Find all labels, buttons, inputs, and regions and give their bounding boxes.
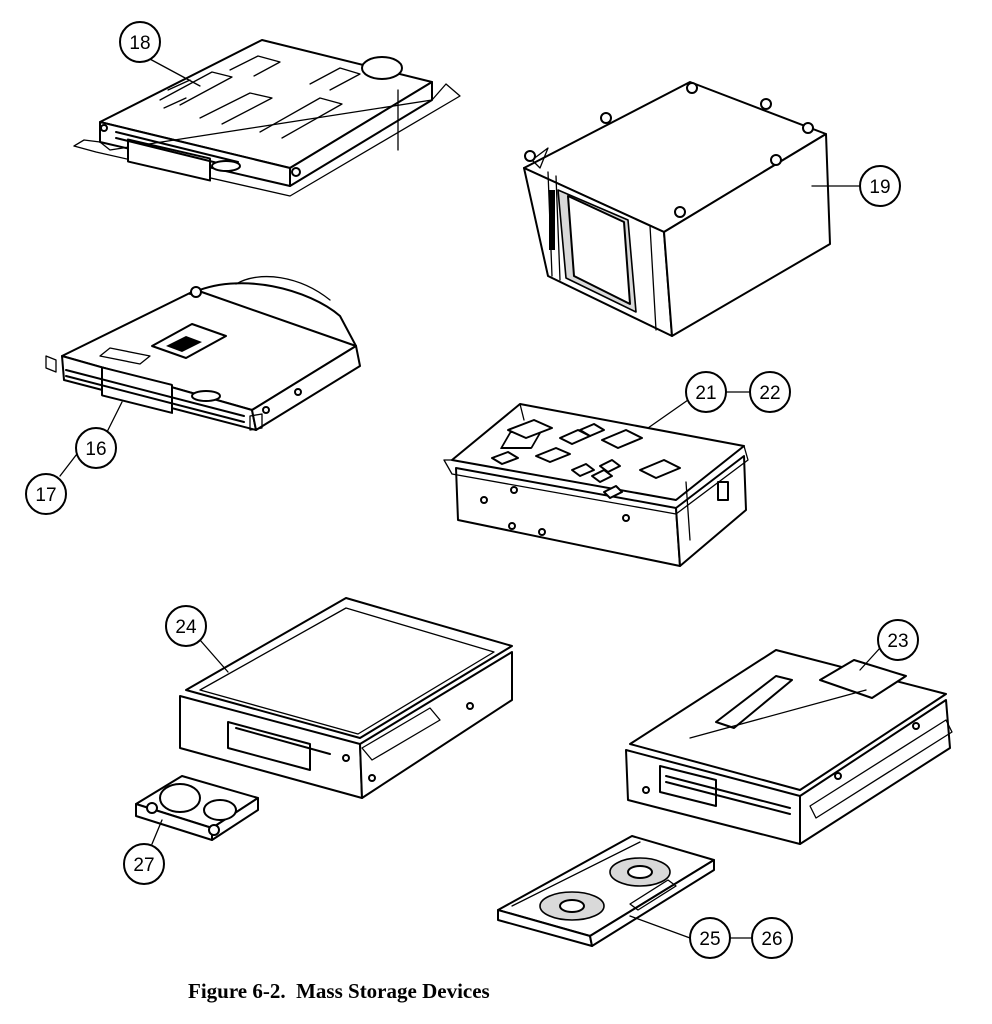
callout-label: 21 xyxy=(695,383,716,404)
floppy-drive-18 xyxy=(73,39,461,197)
hard-drive-19 xyxy=(523,81,831,337)
cartridge-27 xyxy=(135,775,259,841)
figure-caption: Figure 6-2. Mass Storage Devices xyxy=(188,979,490,1003)
callout-23: 23 xyxy=(877,619,919,661)
drive-board-21-22 xyxy=(443,403,749,567)
tape-cartridge-25-26 xyxy=(497,835,715,947)
callout-22: 22 xyxy=(749,371,791,413)
callout-label: 16 xyxy=(85,439,106,460)
callout-16: 16 xyxy=(75,427,117,469)
callout-label: 19 xyxy=(869,177,890,198)
tape-drive-23 xyxy=(625,649,953,845)
leader-lines xyxy=(59,57,881,939)
callout-19: 19 xyxy=(859,165,901,207)
callout-label: 23 xyxy=(887,631,908,652)
callout-18: 18 xyxy=(119,21,161,63)
callout-label: 18 xyxy=(129,33,150,54)
callout-label: 27 xyxy=(133,855,154,876)
callout-27: 27 xyxy=(123,843,165,885)
callout-label: 17 xyxy=(35,485,56,506)
optical-drive-24 xyxy=(179,597,513,799)
callout-label: 25 xyxy=(699,929,720,950)
callout-17: 17 xyxy=(25,473,67,515)
callout-label: 26 xyxy=(761,929,782,950)
callout-label: 24 xyxy=(175,617,197,638)
floppy-drive-16-17 xyxy=(45,275,361,431)
callout-26: 26 xyxy=(751,917,793,959)
callout-25: 25 xyxy=(689,917,731,959)
callout-21: 21 xyxy=(685,371,727,413)
callout-label: 22 xyxy=(759,383,780,404)
callout-24: 24 xyxy=(165,605,207,647)
